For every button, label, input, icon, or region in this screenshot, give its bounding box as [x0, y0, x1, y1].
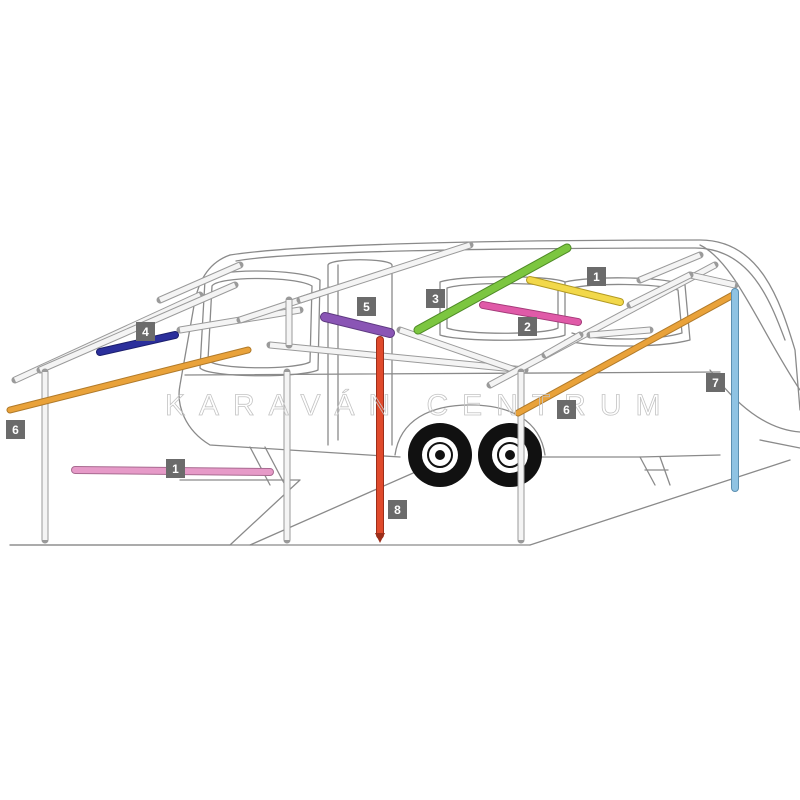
svg-text:4: 4	[142, 325, 149, 339]
badge-5: 5	[357, 297, 376, 316]
svg-text:8: 8	[394, 503, 401, 517]
badge-1-upper: 1	[587, 267, 606, 286]
badge-3: 3	[426, 289, 445, 308]
part-8-pole	[375, 336, 385, 543]
part-5-pole	[320, 312, 395, 338]
badge-6-right: 6	[557, 400, 576, 419]
caravan-body	[178, 239, 800, 458]
badge-2: 2	[518, 317, 537, 336]
svg-text:7: 7	[712, 376, 719, 390]
part-6-left-pole	[6, 346, 252, 414]
ground-lines	[9, 459, 791, 546]
part-2-pole	[479, 301, 582, 326]
part-3-pole	[413, 243, 572, 335]
part-4-pole	[96, 331, 179, 356]
badge-4: 4	[136, 322, 155, 341]
badge-1-lower: 1	[166, 459, 185, 478]
caravan-legs	[249, 446, 671, 486]
svg-text:6: 6	[563, 403, 570, 417]
svg-text:5: 5	[363, 300, 370, 314]
svg-text:6: 6	[12, 423, 19, 437]
svg-text:1: 1	[172, 462, 179, 476]
badge-7: 7	[706, 373, 725, 392]
plain-vertical-legs	[41, 296, 525, 544]
part-1-upper-pole	[526, 276, 624, 306]
wheel-front	[408, 423, 472, 487]
wheel-rear	[478, 423, 542, 487]
svg-text:3: 3	[432, 292, 439, 306]
plain-frame-poles	[11, 241, 739, 389]
svg-text:2: 2	[524, 320, 531, 334]
part-6-right-pole	[514, 291, 737, 417]
watermark-text: KARAVÁN CENTRUM	[165, 389, 674, 422]
badge-8: 8	[388, 500, 407, 519]
svg-text:1: 1	[593, 270, 600, 284]
badge-6-left: 6	[6, 420, 25, 439]
